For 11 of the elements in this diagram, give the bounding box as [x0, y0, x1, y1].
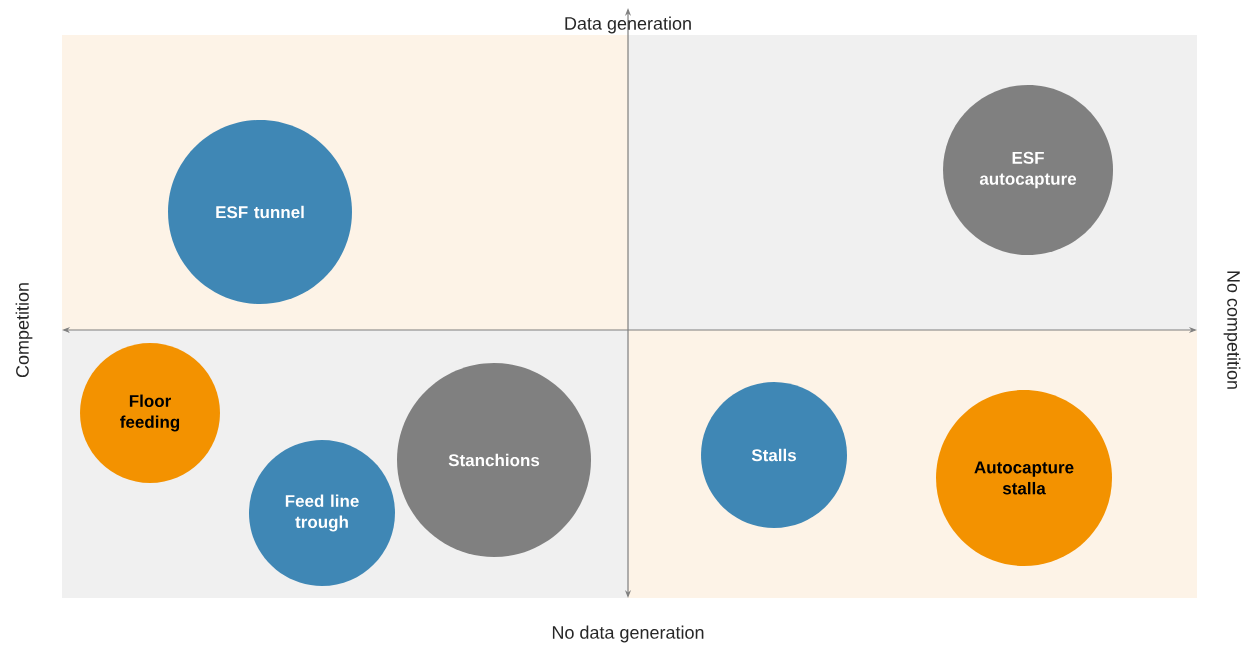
bubble: Stanchions [397, 363, 591, 557]
bubble: ESF autocapture [943, 85, 1113, 255]
axis-label: No data generation [552, 625, 704, 643]
axis-label: Competition [15, 283, 33, 378]
bubble: Autocapture stalla [936, 390, 1112, 566]
axis-label: Data generation [565, 16, 691, 34]
bubble: Feed line trough [249, 440, 395, 586]
bubble: Stalls [701, 382, 847, 528]
bubble: Floor feeding [80, 343, 220, 483]
axis-label: No competition [1223, 271, 1241, 389]
bubble: ESF tunnel [168, 120, 352, 304]
